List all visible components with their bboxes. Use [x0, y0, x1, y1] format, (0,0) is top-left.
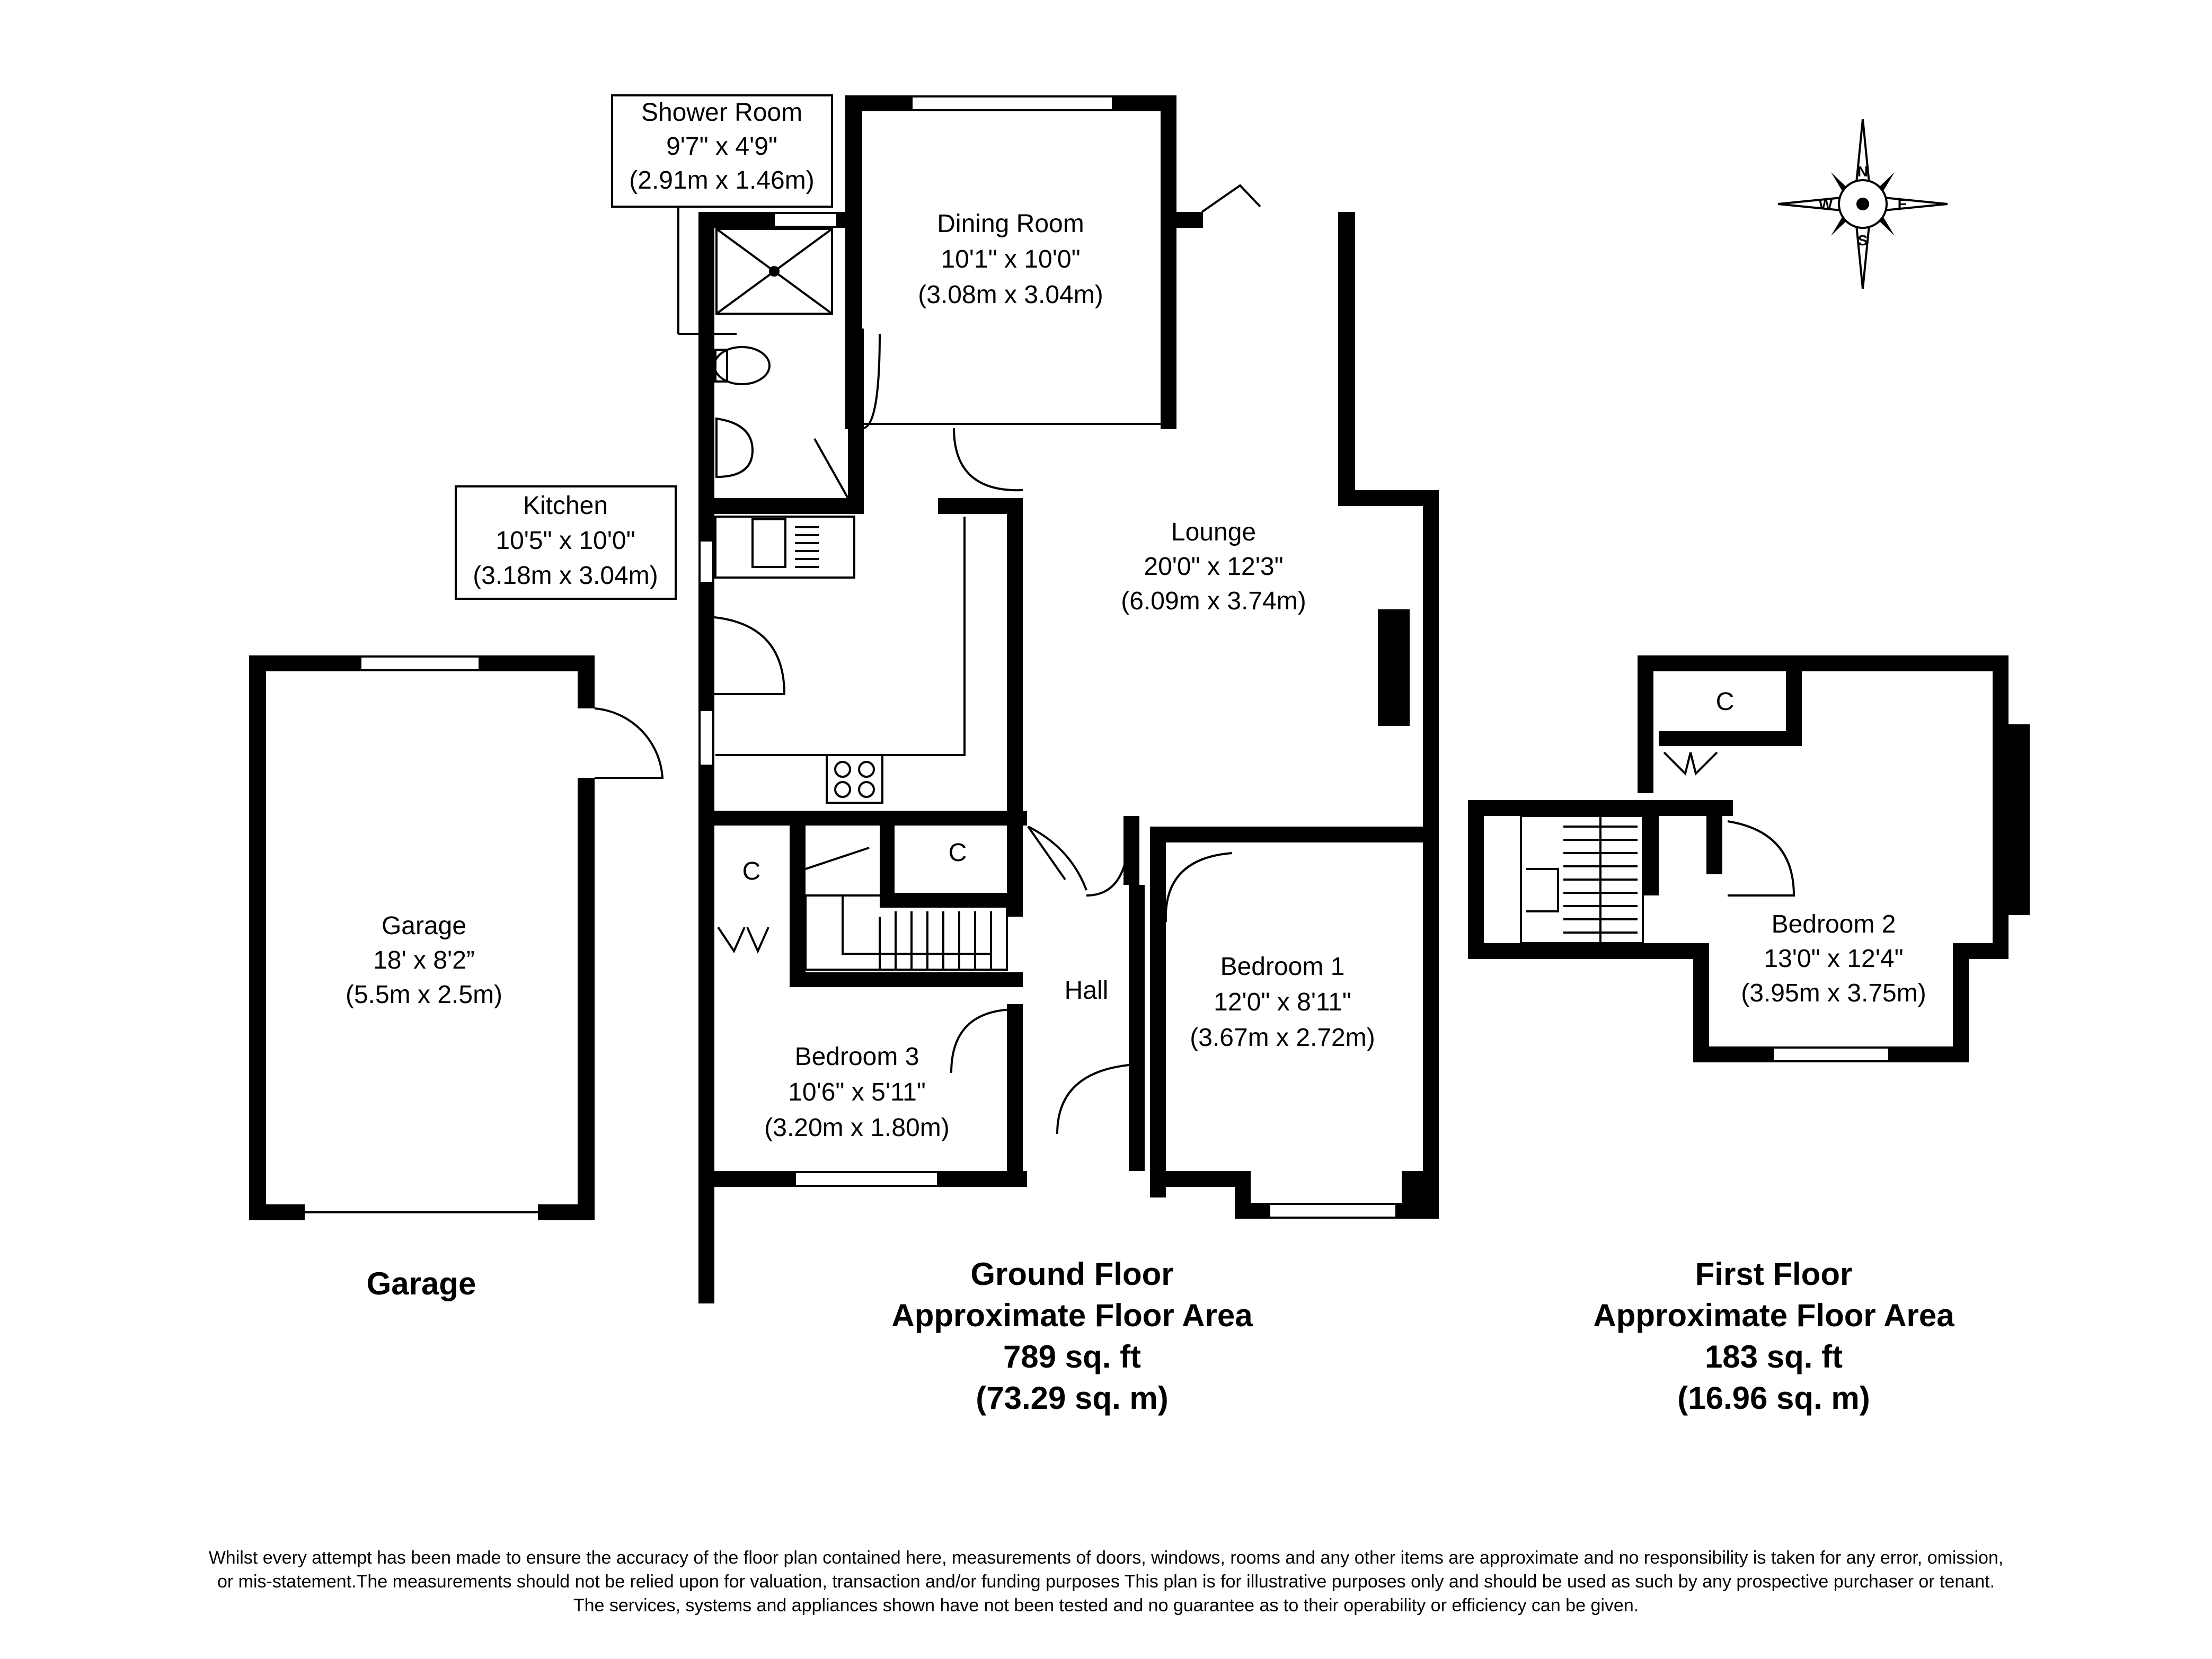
dining-room-name: Dining Room	[937, 210, 1084, 238]
garage-floor-title: Garage	[367, 1266, 476, 1301]
compass-south: S	[1858, 232, 1868, 249]
kitchen-metric: (3.18m x 3.04m)	[473, 562, 658, 590]
ground-floor-plan: C C	[677, 95, 1439, 1303]
disclaimer-line-1: Whilst every attempt has been made to en…	[208, 1548, 2004, 1568]
bedroom-2-name: Bedroom 2	[1772, 910, 1896, 938]
shower-room-name: Shower Room	[641, 99, 802, 127]
garage-name: Garage	[382, 912, 466, 940]
lounge-label: Lounge 20'0" x 12'3" (6.09m x 3.74m)	[1121, 518, 1306, 615]
kitchen-name: Kitchen	[523, 492, 608, 520]
hall-label: Hall	[1065, 977, 1109, 1005]
bedroom-3-imperial: 10'6" x 5'11"	[788, 1078, 926, 1106]
cupboard-c-1: C	[742, 857, 761, 885]
ground-floor-sqm: (73.29 sq. m)	[976, 1380, 1169, 1416]
cupboard-c-2: C	[949, 839, 967, 867]
first-floor-sqft: 183 sq. ft	[1705, 1339, 1843, 1374]
first-floor-subtitle: Approximate Floor Area	[1593, 1298, 1954, 1333]
kitchen-label: Kitchen 10'5" x 10'0" (3.18m x 3.04m)	[455, 485, 677, 600]
cupboard-c-3: C	[1716, 688, 1735, 716]
first-floor-summary: First Floor Approximate Floor Area 183 s…	[1593, 1256, 1954, 1416]
bedroom-3-name: Bedroom 3	[795, 1043, 919, 1071]
garage-imperial: 18' x 8'2”	[373, 946, 475, 974]
hall-name: Hall	[1065, 977, 1109, 1005]
compass-east: E	[1898, 196, 1908, 212]
garage-plan	[249, 655, 664, 1220]
lounge-name: Lounge	[1171, 518, 1256, 546]
bedroom-2-imperial: 13'0" x 12'4"	[1764, 945, 1903, 973]
kitchen-imperial: 10'5" x 10'0"	[496, 527, 635, 555]
shower-room-metric: (2.91m x 1.46m)	[629, 166, 814, 194]
lounge-metric: (6.09m x 3.74m)	[1121, 587, 1306, 615]
dining-room-imperial: 10'1" x 10'0"	[941, 245, 1080, 273]
bedroom-1-name: Bedroom 1	[1220, 953, 1345, 981]
drainer	[795, 526, 819, 568]
ground-floor-subtitle: Approximate Floor Area	[891, 1298, 1253, 1333]
bedroom-1-imperial: 12'0" x 8'11"	[1214, 988, 1351, 1016]
disclaimer-line-3: The services, systems and appliances sho…	[573, 1595, 1639, 1616]
ground-floor-sqft: 789 sq. ft	[1003, 1339, 1141, 1374]
compass-west: W	[1819, 196, 1833, 212]
garage-metric: (5.5m x 2.5m)	[346, 981, 502, 1009]
shower-room-label: Shower Room 9'7" x 4'9" (2.91m x 1.46m)	[611, 94, 833, 208]
first-floor-sqm: (16.96 sq. m)	[1677, 1380, 1870, 1416]
bedroom-1-metric: (3.67m x 2.72m)	[1190, 1024, 1375, 1052]
dining-room-metric: (3.08m x 3.04m)	[918, 281, 1103, 309]
disclaimer-line-2: or mis-statement.The measurements should…	[217, 1572, 1995, 1592]
ground-floor-title: Ground Floor	[970, 1256, 1173, 1292]
disclaimer: Whilst every attempt has been made to en…	[32, 1546, 2180, 1618]
compass-north: N	[1857, 163, 1868, 180]
bedroom-3-label: Bedroom 3 10'6" x 5'11" (3.20m x 1.80m)	[764, 1043, 949, 1142]
shower-room-imperial: 9'7" x 4'9"	[666, 132, 777, 161]
bedroom-3-metric: (3.20m x 1.80m)	[764, 1114, 949, 1142]
lounge-imperial: 20'0" x 12'3"	[1144, 553, 1283, 581]
first-floor-staircase	[1520, 815, 1644, 944]
first-floor-title: First Floor	[1695, 1256, 1853, 1292]
garage-room-label: Garage 18' x 8'2” (5.5m x 2.5m)	[346, 912, 502, 1009]
bedroom-1-label: Bedroom 1 12'0" x 8'11" (3.67m x 2.72m)	[1190, 953, 1375, 1052]
first-floor-plan: C	[1468, 655, 2030, 1062]
dining-room-label: Dining Room 10'1" x 10'0" (3.08m x 3.04m…	[918, 210, 1103, 309]
ground-floor-summary: Ground Floor Approximate Floor Area 789 …	[891, 1256, 1253, 1416]
bedroom-2-metric: (3.95m x 3.75m)	[1741, 979, 1926, 1007]
staircase	[804, 847, 1008, 971]
bedroom-2-label: Bedroom 2 13'0" x 12'4" (3.95m x 3.75m)	[1741, 910, 1926, 1007]
compass-rose: N S W E	[1777, 119, 1948, 289]
